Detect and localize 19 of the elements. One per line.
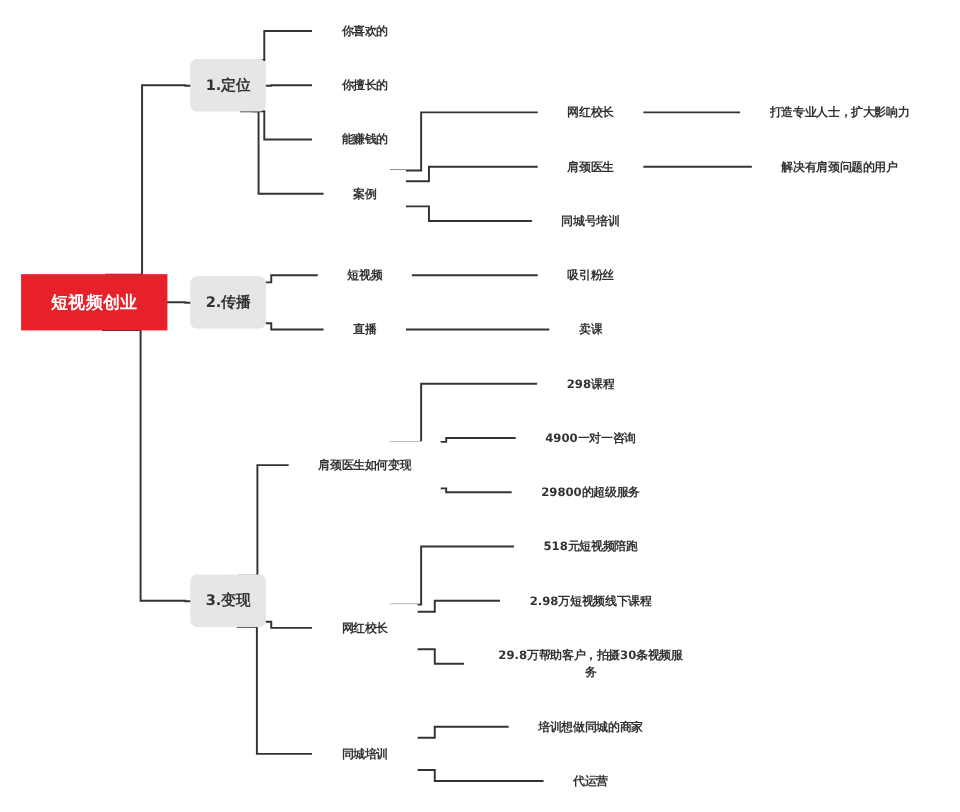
connector: [239, 110, 326, 195]
connector: [404, 328, 551, 331]
connector: [404, 205, 534, 222]
connector: [264, 84, 314, 87]
node-box: 短视频创业: [21, 274, 168, 331]
connector: [641, 165, 754, 168]
connector: [416, 599, 502, 613]
connector: [641, 111, 742, 114]
connector: [438, 437, 518, 443]
connector: [264, 620, 314, 629]
connector: [416, 769, 545, 782]
connector: [410, 274, 540, 277]
connector: [166, 301, 193, 304]
connector: [404, 165, 540, 183]
connector: [264, 322, 326, 331]
connector: [438, 487, 514, 494]
connector: [416, 648, 466, 665]
connector: [416, 725, 511, 739]
connector: [264, 274, 320, 284]
